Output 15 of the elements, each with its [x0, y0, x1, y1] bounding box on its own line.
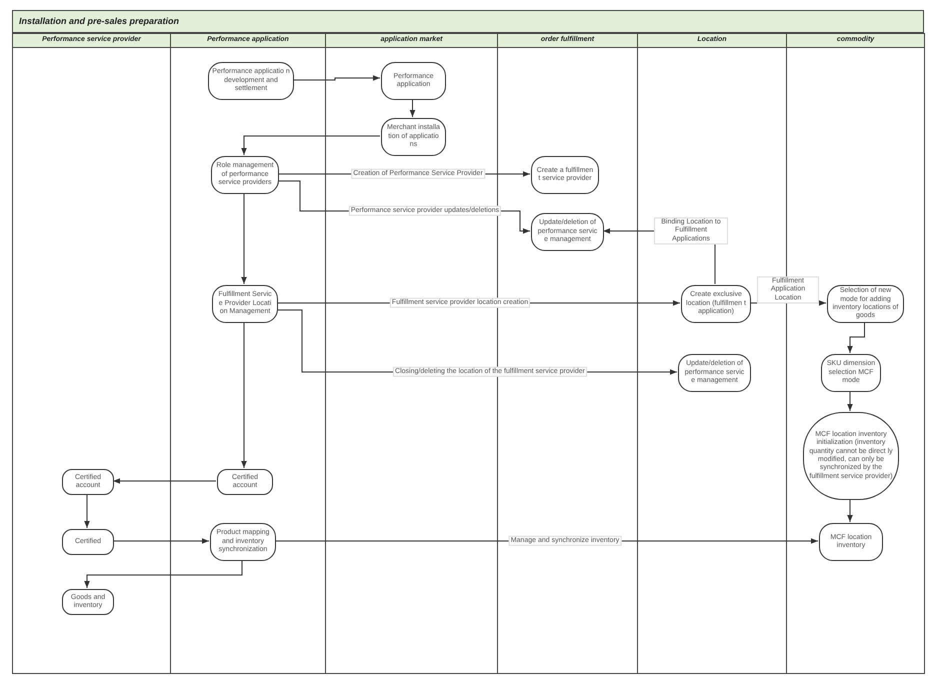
arrow: [847, 390, 853, 412]
swimlane: [170, 33, 326, 674]
arrow: [410, 98, 416, 118]
arrow: [241, 322, 247, 468]
arrow: [241, 136, 380, 156]
arrow: [112, 478, 216, 484]
arrow: [847, 322, 865, 354]
arrow: [84, 494, 90, 528]
arrow: [84, 560, 242, 588]
arrow: [112, 538, 210, 544]
arrow: [241, 192, 247, 284]
diagram-title: Installation and pre-sales preparation: [12, 10, 924, 33]
arrow: [847, 498, 853, 522]
arrow: [292, 75, 380, 81]
swimlane: [12, 33, 171, 674]
